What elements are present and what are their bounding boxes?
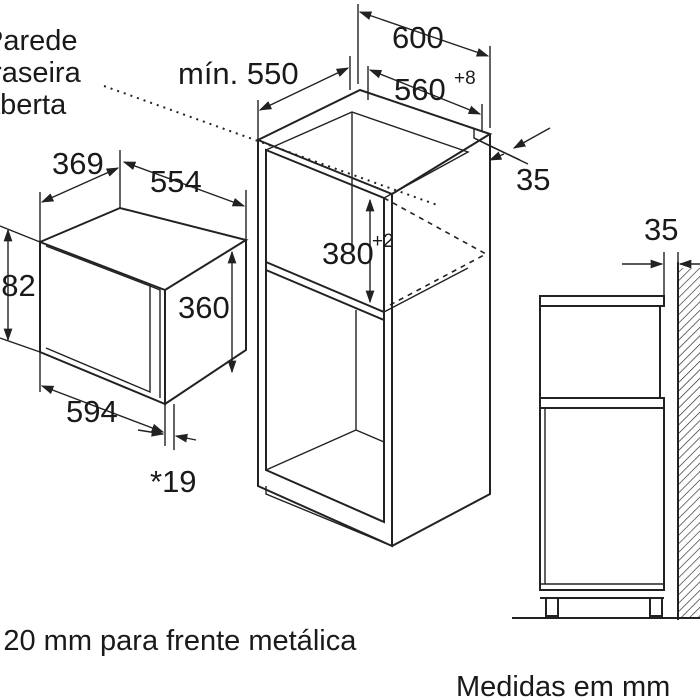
label-554: 554 [150,164,202,199]
dim-554: 554 [122,161,247,240]
label-380: 380 [322,236,374,271]
dim-380: 380 +2 [322,198,394,304]
label-380-sup: +2 [372,231,394,252]
label-35-side: 35 [644,212,678,247]
dim-min550: mín. 550 [178,56,351,140]
footnote: * 20 mm para frente metálica [0,625,357,657]
label-min550: mín. 550 [178,56,299,91]
label-560-sup: +8 [454,68,476,89]
tall-cabinet-drawing [257,88,493,548]
label-594: 594 [66,394,118,429]
dim-35-top: 35 [473,127,550,197]
label-560: 560 [394,72,446,107]
dim-369: 369 [39,146,121,242]
dim-360: 360 [178,250,237,374]
label-600: 600 [392,20,444,55]
side-view-drawing [512,262,700,620]
shelf-outline-dashed [383,197,488,307]
dim-19: *19 [137,404,197,499]
wall-label-line1: Parede [0,25,78,57]
label-382: 382 [0,268,36,303]
dim-594: 594 [39,352,166,446]
label-19: *19 [150,464,197,499]
dim-560: 560 +8 [367,66,483,132]
dim-600: 600 [357,4,491,128]
wall-label-line2: traseira [0,57,82,89]
label-360: 360 [178,290,230,325]
dim-35-side: 35 [622,212,700,296]
dim-382: 382 [0,225,41,353]
label-369: 369 [52,146,104,181]
label-35-top: 35 [516,162,550,197]
units-note: Medidas em mm [456,671,670,700]
